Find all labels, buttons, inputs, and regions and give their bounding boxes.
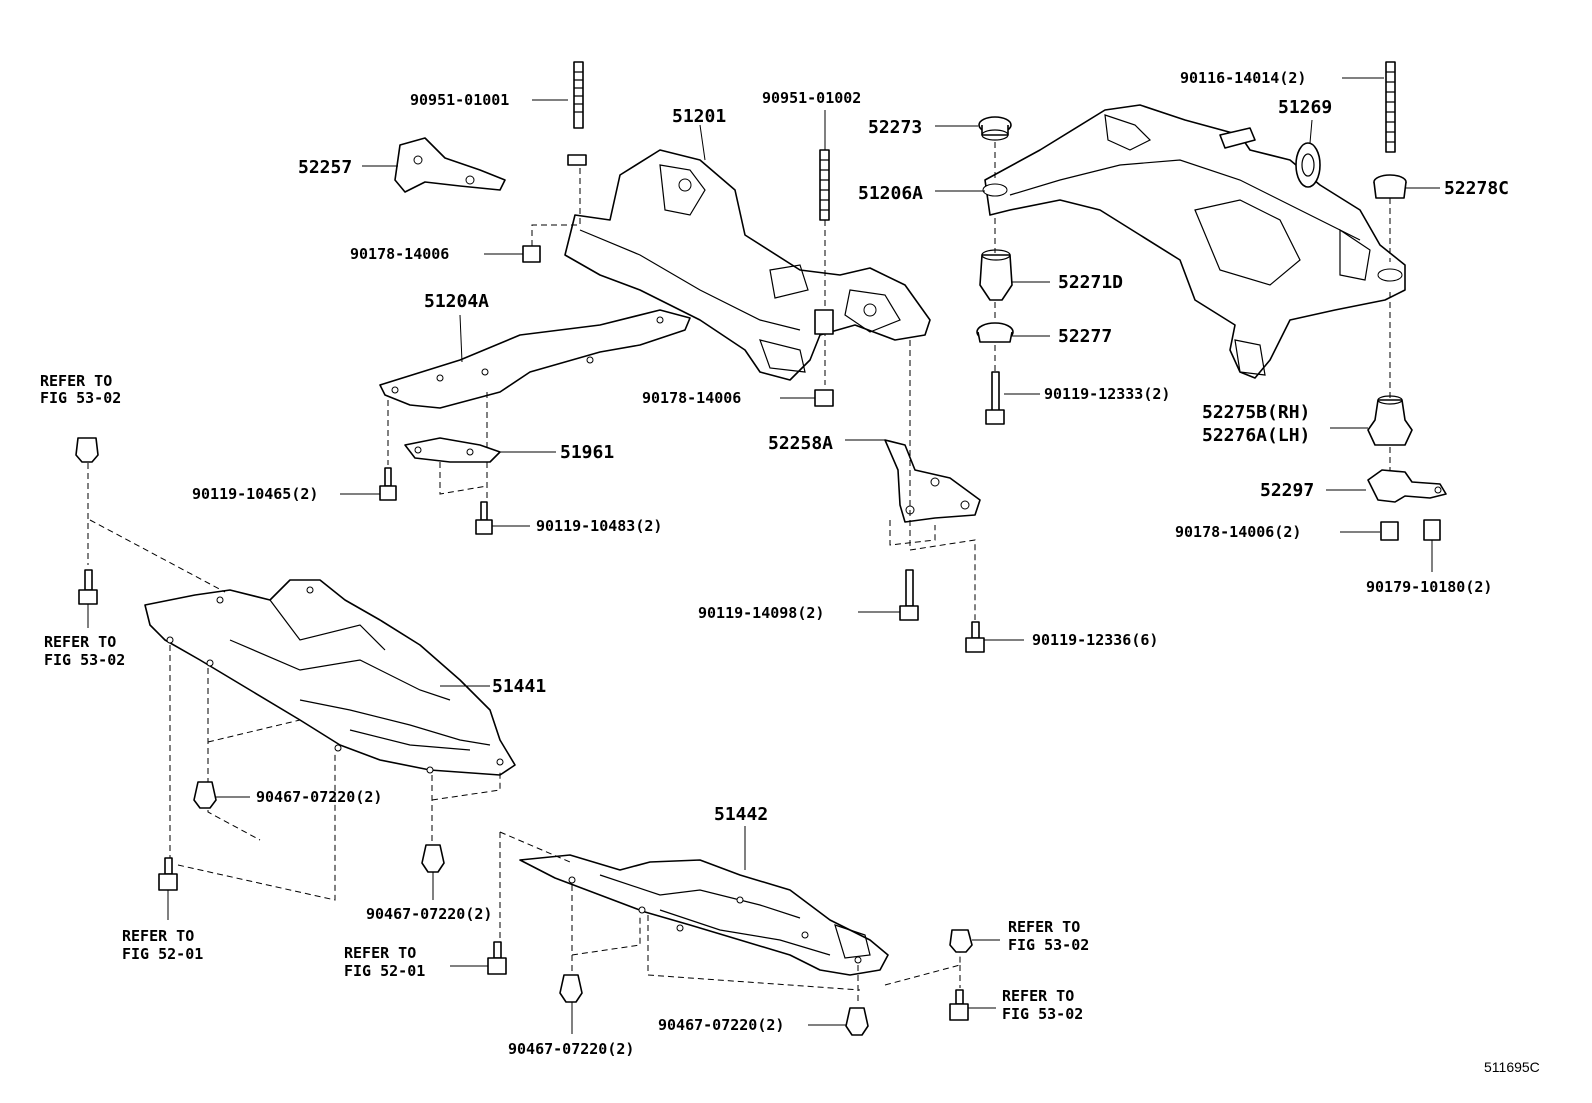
- under-cover-51442: 51442: [519, 804, 889, 976]
- label-90119-12336: 90119-12336(6): [1032, 631, 1158, 649]
- stud-90951-01002: 90951-01002: [762, 89, 861, 385]
- clip-right-upper: REFER TO FIG 53-02: [949, 918, 1089, 954]
- label-90467-07220-d: 90467-07220(2): [658, 1016, 784, 1034]
- ref-r1-line1: REFER TO: [40, 372, 112, 390]
- bushing-52271d: 52271D: [979, 218, 1123, 301]
- bushing-51269: 51269: [1278, 97, 1332, 188]
- ref-r1-line2: FIG 53-02: [40, 389, 121, 407]
- bushing-52273: 52273: [868, 116, 1012, 180]
- ref-r2-line2: FIG 53-02: [44, 651, 125, 669]
- bolt-90119-10483: 90119-10483(2): [475, 501, 662, 535]
- bushing-52275b-52276a: 52275B(RH) 52276A(LH): [1202, 395, 1413, 446]
- under-cover-51441: 51441: [144, 579, 546, 776]
- label-90119-10483: 90119-10483(2): [536, 517, 662, 535]
- bolt-center: REFER TO FIG 52-01: [344, 941, 507, 980]
- label-51204a: 51204A: [424, 291, 489, 312]
- nut-90178-14006-middle: 90178-14006: [642, 389, 834, 407]
- label-90116-14014: 90116-14014(2): [1180, 69, 1306, 87]
- label-52276a: 52276A(LH): [1202, 425, 1310, 446]
- stud-90116-14014: 90116-14014(2): [1180, 61, 1396, 153]
- dash-lines-51442: [499, 831, 961, 1005]
- bracket-52258a: 52258A: [768, 340, 981, 620]
- label-90119-12333: 90119-12333(2): [1044, 385, 1170, 403]
- label-90178-14006-rear: 90178-14006(2): [1175, 523, 1301, 541]
- label-90467-07220-a: 90467-07220(2): [256, 788, 382, 806]
- ref-r5-line1: REFER TO: [1008, 918, 1080, 936]
- bolt-left: REFER TO FIG 53-02: [44, 569, 125, 669]
- clip-90467-07220-c: 90467-07220(2): [508, 974, 634, 1058]
- bracket-52257: 52257: [298, 137, 506, 193]
- label-52273: 52273: [868, 117, 922, 138]
- bushing-52278c: 52278C: [1373, 174, 1509, 398]
- label-51201: 51201: [672, 106, 726, 127]
- label-52278c: 52278C: [1444, 178, 1509, 199]
- bolt-90119-12333: 90119-12333(2): [985, 345, 1170, 425]
- nut-90178-14006-rear: 90178-14006(2): [1175, 521, 1399, 541]
- label-52277: 52277: [1058, 326, 1112, 347]
- label-51206a: 51206A: [858, 183, 923, 204]
- label-52275b: 52275B(RH): [1202, 402, 1310, 423]
- ref-r3-line2: FIG 52-01: [122, 945, 203, 963]
- bolt-lower-left: REFER TO FIG 52-01: [122, 857, 203, 963]
- bracket-52297: 52297: [1260, 447, 1447, 503]
- label-90179-10180: 90179-10180(2): [1366, 578, 1492, 596]
- label-90951-01001: 90951-01001: [410, 91, 509, 109]
- label-51441: 51441: [492, 676, 546, 697]
- label-51269: 51269: [1278, 97, 1332, 118]
- bolt-90119-14098: 90119-14098(2): [698, 569, 919, 622]
- nut-90178-14006-upper: 90178-14006: [350, 165, 581, 263]
- label-51442: 51442: [714, 804, 768, 825]
- ref-r3-line1: REFER TO: [122, 927, 194, 945]
- clip-upper-left: REFER TO FIG 53-02: [40, 372, 121, 463]
- ref-r2-line1: REFER TO: [44, 633, 116, 651]
- label-52257: 52257: [298, 157, 352, 178]
- stud-90951-01001: 90951-01001: [410, 61, 587, 166]
- plate-51204a: 51204A: [379, 291, 691, 500]
- nut-90179-10180: 90179-10180(2): [1366, 519, 1492, 596]
- bushing-52277: 52277: [976, 302, 1112, 347]
- label-52297: 52297: [1260, 480, 1314, 501]
- ref-r4-line2: FIG 52-01: [344, 962, 425, 980]
- label-90119-10465: 90119-10465(2): [192, 485, 318, 503]
- ref-r4-line1: REFER TO: [344, 944, 416, 962]
- label-90178-14006-middle: 90178-14006: [642, 389, 741, 407]
- clip-90467-07220-a: 90467-07220(2): [193, 781, 382, 809]
- ref-r5-line2: FIG 53-02: [1008, 936, 1089, 954]
- rear-subframe-51206a: [982, 104, 1406, 379]
- clip-90467-07220-d: 90467-07220(2): [658, 1007, 869, 1036]
- bolt-right-lower: REFER TO FIG 53-02: [949, 987, 1083, 1023]
- label-90467-07220-b: 90467-07220(2): [366, 905, 492, 923]
- label-90467-07220-c: 90467-07220(2): [508, 1040, 634, 1058]
- ref-r6-line2: FIG 53-02: [1002, 1005, 1083, 1023]
- label-52258a: 52258A: [768, 433, 833, 454]
- bolt-90119-10465: 90119-10465(2): [192, 467, 397, 503]
- front-crossmember-51201: [564, 149, 931, 381]
- clip-90467-07220-b: 90467-07220(2): [366, 844, 492, 923]
- label-90119-14098: 90119-14098(2): [698, 604, 824, 622]
- diagram-code: 511695C: [1484, 1059, 1540, 1075]
- label-52271d: 52271D: [1058, 272, 1123, 293]
- bolt-90119-12336: 90119-12336(6): [965, 621, 1158, 653]
- label-90951-01002: 90951-01002: [762, 89, 861, 107]
- label-51961: 51961: [560, 442, 614, 463]
- ref-r6-line1: REFER TO: [1002, 987, 1074, 1005]
- label-90178-14006-upper: 90178-14006: [350, 245, 449, 263]
- bracket-51961: 51961: [404, 437, 614, 495]
